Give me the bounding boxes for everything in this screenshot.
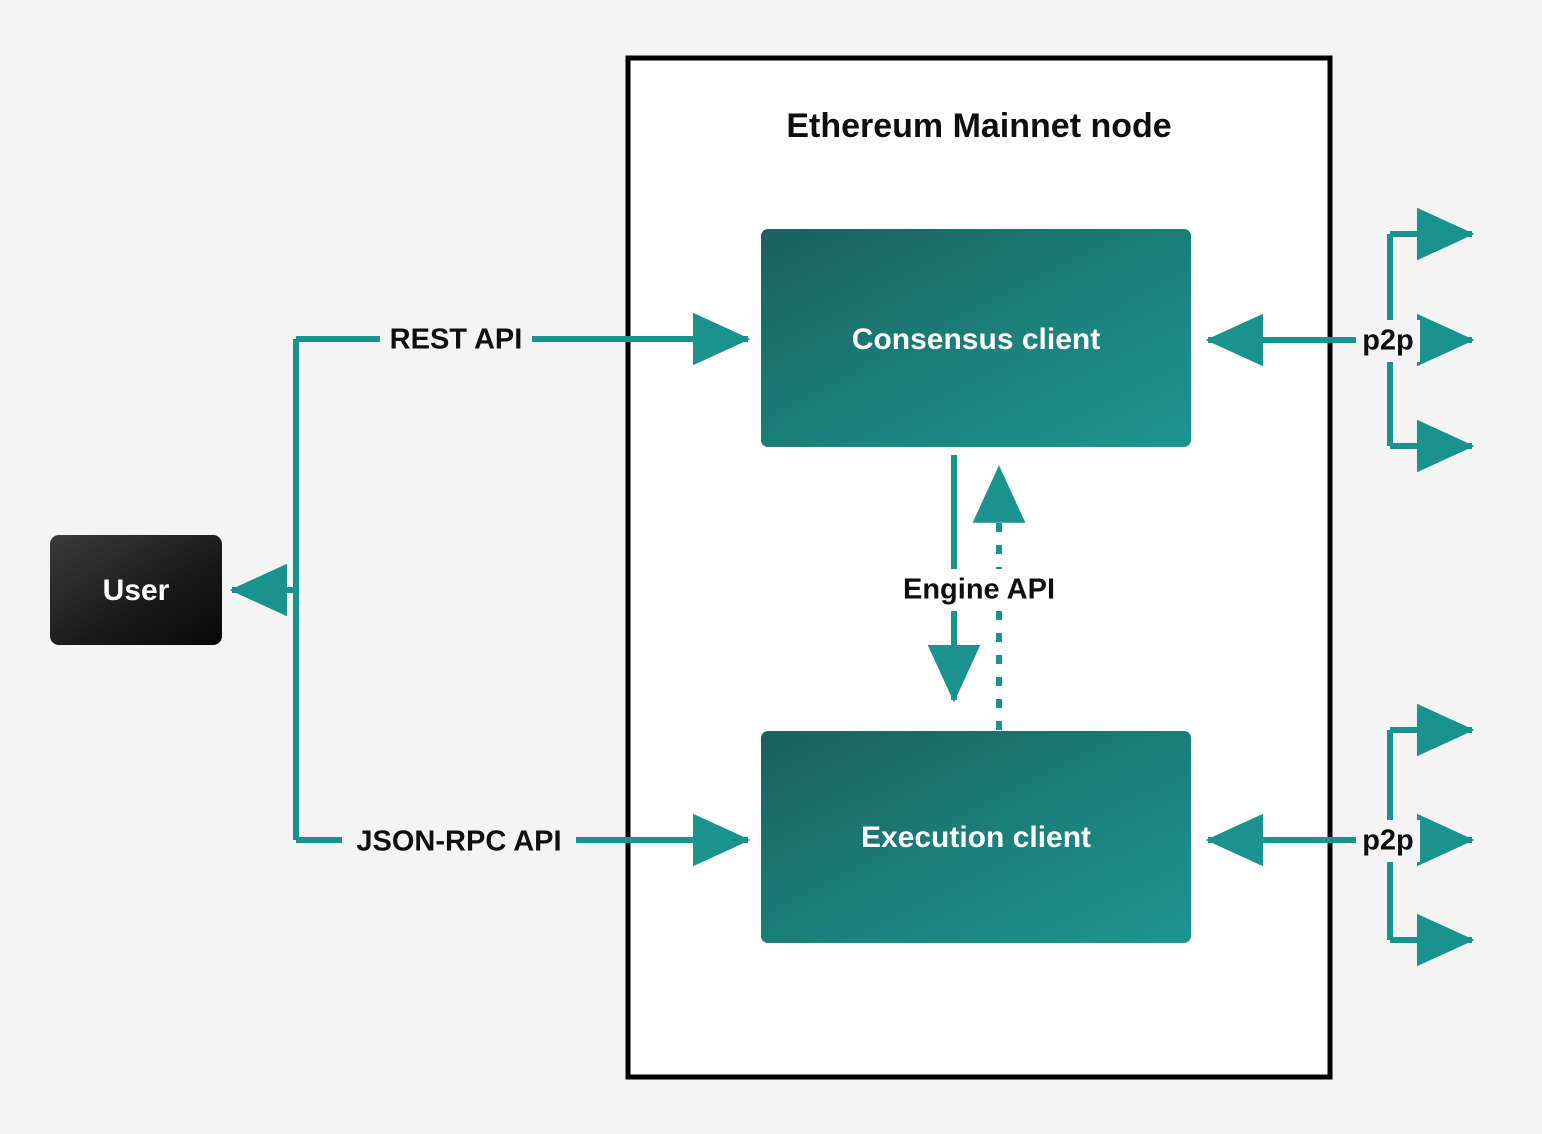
user-node-label: User xyxy=(103,574,170,607)
p2p-consensus-label: p2p xyxy=(1362,325,1414,357)
engine-api-label: Engine API xyxy=(903,574,1055,606)
execution-client-node-label: Execution client xyxy=(861,821,1091,854)
rest-api-label-group: REST API xyxy=(380,318,532,360)
consensus-client-node[interactable] xyxy=(761,229,1191,447)
json-rpc-api-label: JSON-RPC API xyxy=(356,826,561,858)
execution-client-node[interactable] xyxy=(761,731,1191,943)
user-node[interactable] xyxy=(50,535,222,645)
boundary-title: Ethereum Mainnet node xyxy=(786,107,1171,145)
engine-api-label-group: Engine API xyxy=(893,569,1065,611)
rest-api-label: REST API xyxy=(390,324,523,356)
p2p-execution-label: p2p xyxy=(1362,825,1414,857)
p2p-consensus-label-group: p2p xyxy=(1356,320,1420,362)
json-rpc-api-label-group: JSON-RPC API xyxy=(342,820,576,862)
p2p-execution-label-group: p2p xyxy=(1356,820,1420,862)
consensus-client-node-label: Consensus client xyxy=(852,323,1100,356)
